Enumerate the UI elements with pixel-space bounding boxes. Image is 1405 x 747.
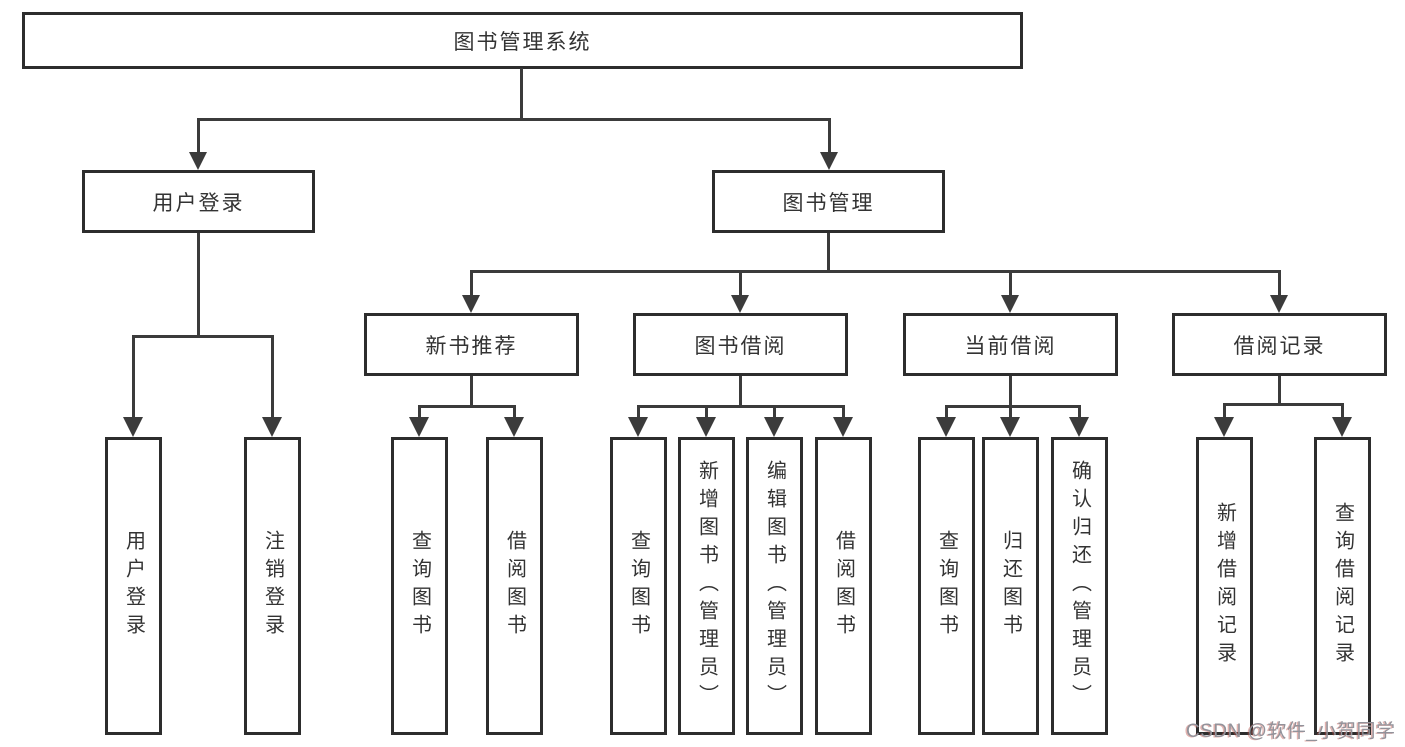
leaf-rec-borrow-books: 借阅图书 [486, 437, 543, 735]
connector [739, 270, 742, 298]
connector [739, 376, 742, 407]
leaf-records-query-record: 查询借阅记录 [1314, 437, 1371, 735]
connector [1278, 376, 1281, 405]
node-root-label: 图书管理系统 [453, 30, 592, 54]
leaf-user-login-label: 用户登录 [122, 530, 145, 642]
arrowhead-down-icon [189, 152, 207, 170]
leaf-borrow-query-books-label: 查询图书 [627, 530, 650, 642]
arrowhead-down-icon [764, 417, 784, 437]
connector [705, 405, 708, 419]
leaf-rec-borrow-books-label: 借阅图书 [503, 530, 526, 642]
leaf-borrow-edit-books-admin-label: 编辑图书（管理员） [763, 460, 786, 712]
connector [1009, 376, 1012, 407]
arrowhead-down-icon [1270, 295, 1288, 313]
arrowhead-down-icon [123, 417, 143, 437]
leaf-current-query-books: 查询图书 [918, 437, 975, 735]
leaf-current-return-books: 归还图书 [982, 437, 1039, 735]
node-borrow-records-label: 借阅记录 [1233, 334, 1326, 358]
arrowhead-down-icon [936, 417, 956, 437]
arrowhead-down-icon [833, 417, 853, 437]
arrowhead-down-icon [262, 417, 282, 437]
arrowhead-down-icon [628, 417, 648, 437]
leaf-borrow-query-books: 查询图书 [610, 437, 667, 735]
leaf-borrow-add-books-admin-label: 新增图书（管理员） [695, 460, 718, 712]
connector [637, 405, 845, 408]
leaf-borrow-edit-books-admin: 编辑图书（管理员） [746, 437, 803, 735]
leaf-current-confirm-return-admin: 确认归还（管理员） [1051, 437, 1108, 735]
connector [1278, 270, 1281, 298]
connector [1223, 403, 1344, 406]
connector [1009, 405, 1012, 419]
leaf-logout-label: 注销登录 [261, 530, 284, 642]
connector [132, 335, 274, 338]
leaf-rec-query-books-label: 查询图书 [408, 530, 431, 642]
connector [842, 405, 845, 419]
node-current-borrow: 当前借阅 [903, 313, 1118, 376]
connector [828, 118, 831, 155]
node-user-login: 用户登录 [82, 170, 315, 233]
connector [1223, 403, 1226, 419]
node-root: 图书管理系统 [22, 12, 1023, 69]
leaf-borrow-borrow-books-label: 借阅图书 [832, 530, 855, 642]
connector [513, 405, 516, 419]
leaf-current-query-books-label: 查询图书 [935, 530, 958, 642]
connector [470, 376, 473, 407]
leaf-current-return-books-label: 归还图书 [999, 530, 1022, 642]
arrowhead-down-icon [1069, 417, 1089, 437]
connector [418, 405, 421, 419]
node-book-borrow: 图书借阅 [633, 313, 848, 376]
node-current-borrow-label: 当前借阅 [964, 334, 1057, 358]
leaf-records-query-record-label: 查询借阅记录 [1331, 502, 1354, 670]
connector [470, 270, 1281, 273]
arrowhead-down-icon [820, 152, 838, 170]
node-new-book-recommend-label: 新书推荐 [425, 334, 518, 358]
connector [271, 335, 274, 419]
leaf-logout: 注销登录 [244, 437, 301, 735]
connector [197, 118, 831, 121]
node-user-login-label: 用户登录 [152, 191, 245, 215]
arrowhead-down-icon [1000, 417, 1020, 437]
leaf-records-add-record-label: 新增借阅记录 [1213, 502, 1236, 670]
connector [520, 68, 523, 120]
node-book-management: 图书管理 [712, 170, 945, 233]
node-book-management-label: 图书管理 [782, 191, 875, 215]
connector [1341, 403, 1344, 419]
node-book-borrow-label: 图书借阅 [694, 334, 787, 358]
arrowhead-down-icon [462, 295, 480, 313]
leaf-records-add-record: 新增借阅记录 [1196, 437, 1253, 735]
arrowhead-down-icon [1332, 417, 1352, 437]
connector [945, 405, 948, 419]
arrowhead-down-icon [1214, 417, 1234, 437]
node-borrow-records: 借阅记录 [1172, 313, 1387, 376]
connector [197, 118, 200, 155]
connector [773, 405, 776, 419]
watermark: CSDN @软件_小贺同学 [1186, 721, 1396, 742]
arrowhead-down-icon [504, 417, 524, 437]
leaf-current-confirm-return-admin-label: 确认归还（管理员） [1068, 460, 1091, 712]
connector [827, 233, 830, 272]
connector [1078, 405, 1081, 419]
connector [197, 233, 200, 337]
arrowhead-down-icon [1001, 295, 1019, 313]
connector [1009, 270, 1012, 298]
node-new-book-recommend: 新书推荐 [364, 313, 579, 376]
arrowhead-down-icon [696, 417, 716, 437]
connector [418, 405, 516, 408]
leaf-borrow-borrow-books: 借阅图书 [815, 437, 872, 735]
leaf-user-login: 用户登录 [105, 437, 162, 735]
arrowhead-down-icon [409, 417, 429, 437]
leaf-borrow-add-books-admin: 新增图书（管理员） [678, 437, 735, 735]
leaf-rec-query-books: 查询图书 [391, 437, 448, 735]
arrowhead-down-icon [731, 295, 749, 313]
connector [945, 405, 1081, 408]
connector [132, 335, 135, 419]
connector [637, 405, 640, 419]
connector [470, 270, 473, 298]
